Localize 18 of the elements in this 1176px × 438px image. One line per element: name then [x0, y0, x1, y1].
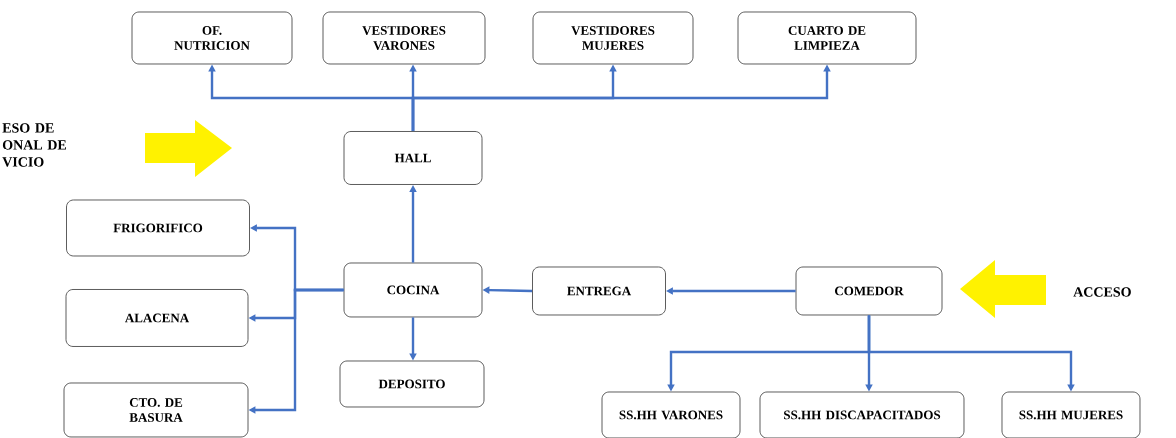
room-box: CTO. DE BASURA [63, 382, 249, 438]
room-box: OF. NUTRICION [131, 11, 293, 65]
room-box: VESTIDORES VARONES [322, 11, 486, 65]
room-box: SS.HH VARONES [601, 391, 741, 438]
room-box: DEPOSITO [339, 360, 485, 408]
room-box: SS.HH MUJERES [1001, 391, 1141, 438]
room-box: HALL [343, 131, 483, 185]
room-box: FRIGORIFICO [66, 199, 250, 257]
room-box: VESTIDORES MUJERES [532, 11, 694, 65]
room-box: COCINA [343, 262, 483, 318]
room-box: COMEDOR [795, 266, 943, 316]
arrow [409, 185, 417, 263]
room-box: CUARTO DE LIMPIEZA [737, 11, 917, 65]
room-box: ALACENA [65, 289, 249, 347]
room-box: SS.HH DISCAPACITADOS [759, 391, 965, 438]
access-label: ESO DE ONAL DE VICIO [2, 123, 67, 167]
room-box: ENTREGA [532, 266, 666, 316]
access-label: ACCESO [1073, 287, 1131, 297]
